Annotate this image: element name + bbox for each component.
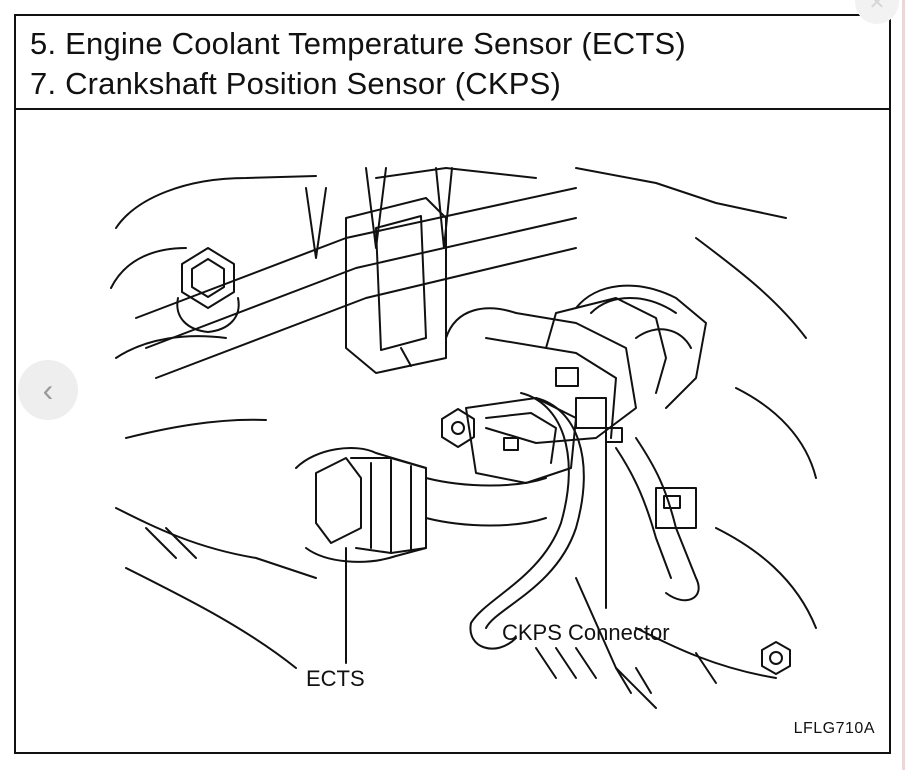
engine-illustration xyxy=(110,167,817,709)
header-line-ects: 5. Engine Coolant Temperature Sensor (EC… xyxy=(30,26,686,61)
diagram-frame: 5. Engine Coolant Temperature Sensor (EC… xyxy=(14,14,891,754)
ects-label: ECTS xyxy=(306,666,365,691)
header-line-ckps: 7. Crankshaft Position Sensor (CKPS) xyxy=(30,66,561,101)
figure-code: LFLG710A xyxy=(793,720,875,737)
prev-glyph: ‹ xyxy=(42,371,54,408)
scrollbar-edge xyxy=(902,0,905,770)
diagram-header: 5. Engine Coolant Temperature Sensor (EC… xyxy=(16,16,889,110)
close-glyph: ✕ xyxy=(868,0,886,14)
chevron-left-icon[interactable]: ‹ xyxy=(18,360,78,420)
ckps-connector-label: CKPS Connector xyxy=(502,620,670,645)
